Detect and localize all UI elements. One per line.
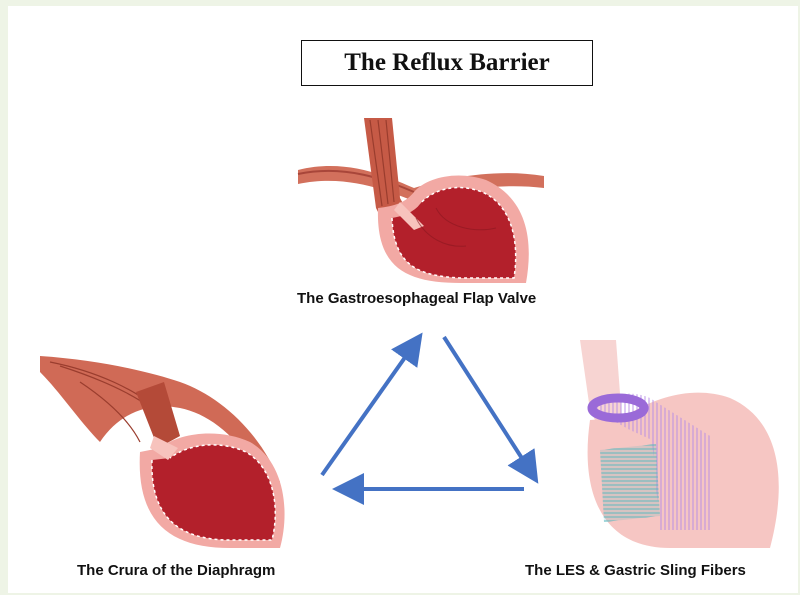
label-les-sling: The LES & Gastric Sling Fibers bbox=[525, 562, 746, 579]
stomach-flap-valve-illustration bbox=[296, 118, 546, 283]
label-flap-valve: The Gastroesophageal Flap Valve bbox=[297, 290, 536, 307]
diagram-title: The Reflux Barrier bbox=[301, 40, 593, 86]
arrow-left-to-top bbox=[322, 339, 418, 475]
diaphragm-crura-illustration bbox=[40, 352, 290, 548]
label-crura: The Crura of the Diaphragm bbox=[77, 562, 275, 579]
cycle-arrows bbox=[310, 325, 550, 505]
les-sling-fibers-illustration bbox=[560, 340, 790, 548]
arrow-top-to-right bbox=[444, 337, 534, 477]
